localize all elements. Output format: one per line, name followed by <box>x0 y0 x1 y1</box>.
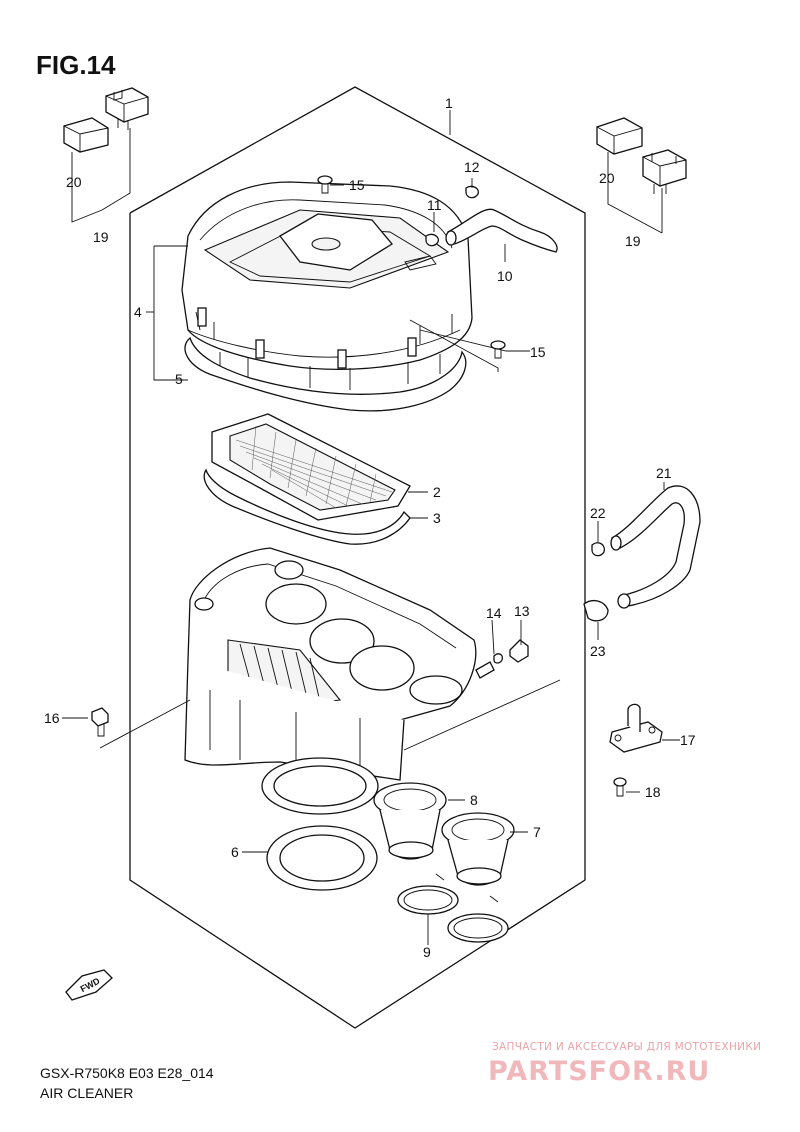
screw-side <box>490 340 506 359</box>
intake-funnel-8 <box>373 782 447 860</box>
fwd-arrow-icon: FWD <box>65 969 113 1001</box>
callout-9: 9 <box>423 944 431 960</box>
callout-20-right: 20 <box>599 170 615 186</box>
sensor-assembly-left <box>63 87 149 223</box>
drain-clip-14 <box>493 653 504 664</box>
section-title: AIR CLEANER <box>40 1085 133 1101</box>
drain-hose <box>583 485 701 622</box>
screw-18 <box>613 777 627 797</box>
callout-3: 3 <box>433 510 441 526</box>
assembly-frame <box>129 86 586 1029</box>
callout-18: 18 <box>645 784 661 800</box>
watermark: ЗАПЧАСТИ И АКСЕССУАРЫ ДЛЯ МОТОТЕХНИКИ PA… <box>488 1041 761 1087</box>
screw-top <box>317 175 333 194</box>
model-code: GSX-R750K8 E03 E28_014 <box>40 1065 214 1081</box>
callout-7: 7 <box>533 824 541 840</box>
bolt-16 <box>91 707 109 737</box>
watermark-line2: PARTSFOR.RU <box>488 1056 710 1087</box>
outlet-ring-large <box>261 757 379 891</box>
callout-23: 23 <box>590 643 606 659</box>
filter-seal <box>203 468 411 545</box>
callout-10: 10 <box>497 268 513 284</box>
callout-16: 16 <box>44 710 60 726</box>
callout-numbers: 1 2 3 4 5 6 7 8 9 10 11 12 13 14 15 15 1… <box>44 95 696 960</box>
callout-21: 21 <box>656 465 672 481</box>
intake-clamps <box>397 873 509 943</box>
watermark-line1: ЗАПЧАСТИ И АКСЕССУАРЫ ДЛЯ МОТОТЕХНИКИ <box>492 1041 761 1053</box>
callout-11: 11 <box>427 197 442 213</box>
figure-label: FIG.14 <box>36 50 116 80</box>
callout-5: 5 <box>175 371 183 387</box>
callout-15-side: 15 <box>530 344 546 360</box>
bracket-17 <box>609 703 663 753</box>
drain-plug-13 <box>509 639 529 663</box>
callout-20-left: 20 <box>66 174 82 190</box>
air-cleaner-case <box>184 547 495 781</box>
air-cleaner-cover <box>181 181 473 390</box>
callout-13: 13 <box>514 603 530 619</box>
callout-1: 1 <box>445 95 453 111</box>
callout-6: 6 <box>231 844 239 860</box>
filter-element <box>211 413 411 521</box>
callout-8: 8 <box>470 792 478 808</box>
callout-4: 4 <box>134 304 142 320</box>
intake-funnel-7 <box>441 812 515 886</box>
callout-2: 2 <box>433 484 441 500</box>
callout-19-left: 19 <box>93 229 109 245</box>
filter-mesh <box>235 425 393 509</box>
breather-hose <box>425 185 558 253</box>
leader-lines <box>62 110 680 945</box>
callout-17: 17 <box>680 732 696 748</box>
sensor-assembly-right <box>596 117 687 234</box>
callout-15-top: 15 <box>349 177 365 193</box>
cover-seal <box>184 336 467 412</box>
callout-12: 12 <box>464 159 480 175</box>
callout-19-right: 19 <box>625 233 641 249</box>
callout-14: 14 <box>486 605 502 621</box>
callout-22: 22 <box>590 505 606 521</box>
